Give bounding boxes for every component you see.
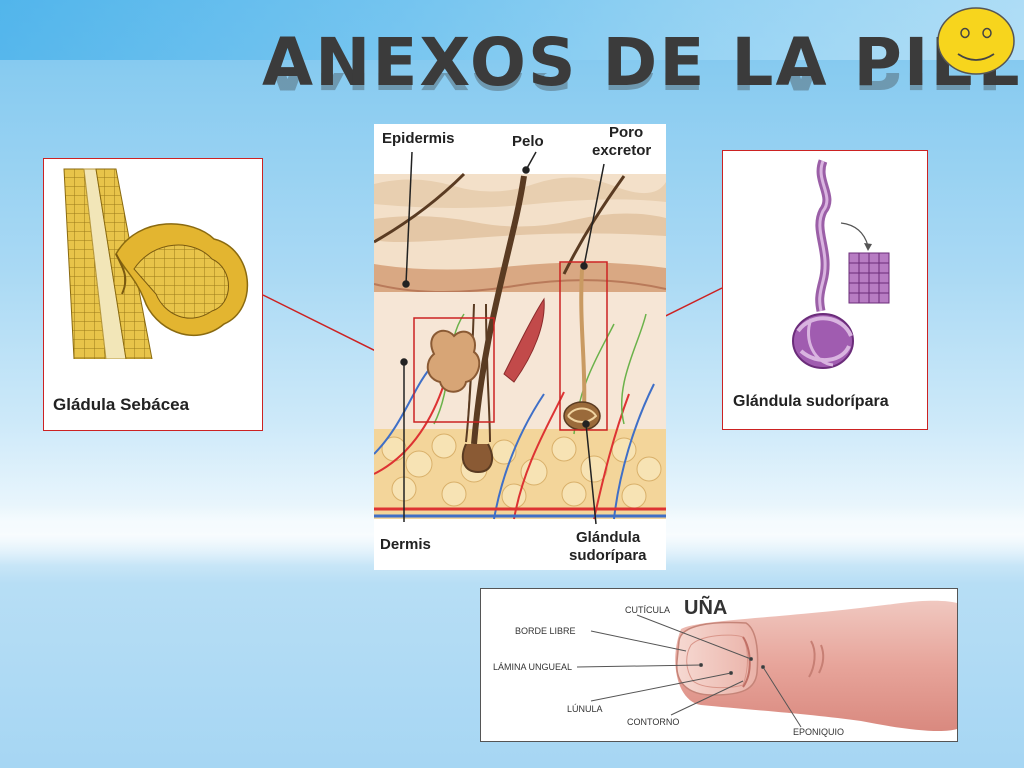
label-glandula: Glándula	[576, 529, 641, 546]
sweat-gland-label: Glándula sudorípara	[733, 393, 889, 410]
nail-label-cuticula: CUTÍCULA	[625, 605, 671, 615]
sweat-gland-panel: Glándula sudorípara	[722, 150, 928, 430]
nail-label-lamina: LÁMINA UNGUEAL	[493, 662, 573, 672]
sebaceous-gland-panel: Gládula Sebácea	[43, 158, 263, 431]
skin-cross-section: Epidermis Pelo Poro excretor Dermis Glán…	[374, 124, 666, 570]
sweat-gland-illustration	[792, 159, 890, 369]
nail-label-borde-libre: BORDE LIBRE	[515, 626, 576, 636]
label-dermis: Dermis	[380, 536, 431, 553]
top-light-band	[0, 0, 1024, 60]
nail-label-eponiquio: EPONIQUIO	[793, 727, 845, 737]
label-excretor: excretor	[592, 142, 652, 159]
label-sudoripara: sudorípara	[569, 547, 647, 564]
label-pelo: Pelo	[512, 133, 544, 150]
skin-cross-section-illustration	[374, 151, 666, 525]
nail-illustration	[576, 600, 957, 732]
slide-title: ANEXOS DE LA PIEL	[262, 24, 1022, 101]
label-poro: Poro	[609, 124, 644, 141]
nail-title: UÑA	[684, 597, 728, 619]
label-epidermis: Epidermis	[382, 130, 455, 147]
nail-label-contorno: CONTORNO	[627, 717, 680, 727]
smiley-face-icon	[936, 6, 1016, 76]
sebaceous-gland-illustration	[63, 168, 249, 359]
sebaceous-gland-label: Gládula Sebácea	[53, 395, 190, 414]
nail-label-lunula: LÚNULA	[567, 704, 603, 714]
nail-panel: UÑA CUTÍCULA BORDE LIBRE LÁMINA UNGUEAL …	[480, 588, 958, 742]
